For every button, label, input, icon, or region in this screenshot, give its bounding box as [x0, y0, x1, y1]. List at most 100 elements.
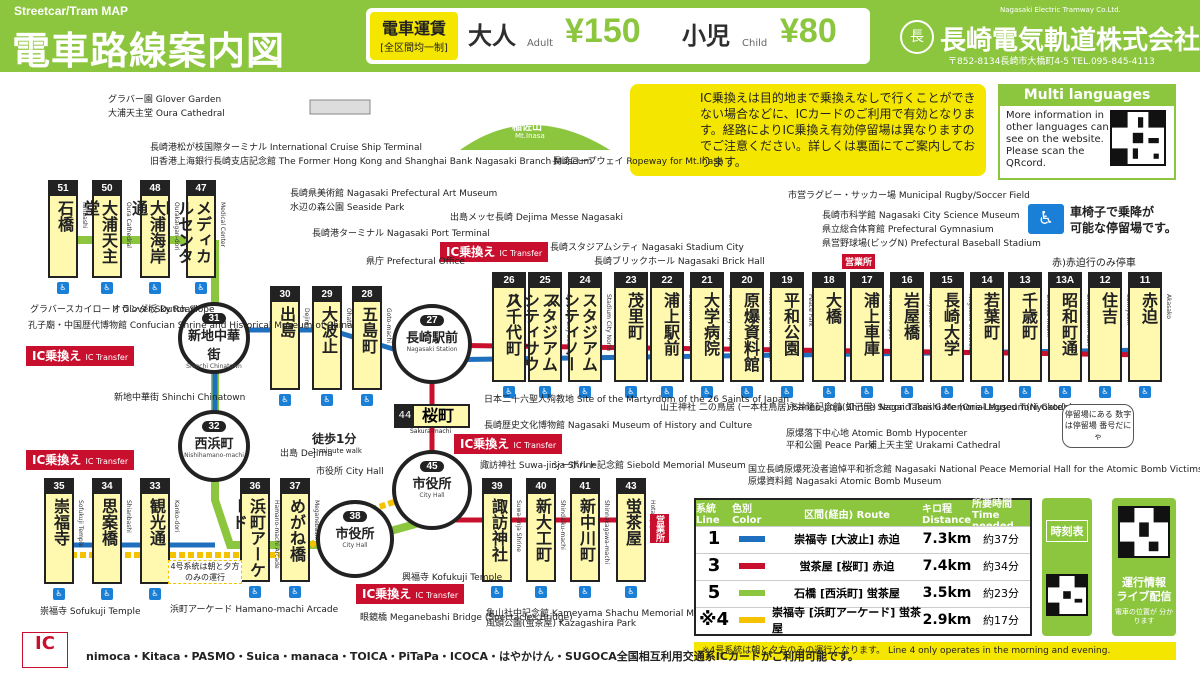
route-distance: 7.4km [922, 557, 972, 574]
live-info-qr-icon[interactable] [1118, 506, 1170, 558]
stop-urakami-station[interactable]: 22浦上駅前Urakami Station [650, 272, 694, 382]
stop-sakuramachi[interactable]: 44 桜町 [394, 404, 470, 428]
hub-rom: Shinchi Chinatown [186, 363, 242, 370]
stop-sumiyoshi[interactable]: 12住吉Sumiyoshi [1088, 272, 1132, 382]
stop-name: 長崎大学 [941, 292, 960, 356]
landmark-label: 水辺の森公園 Seaside Park [290, 203, 405, 213]
stop-number: 13A [1050, 274, 1080, 288]
wheelchair-icon: ♿ [1028, 204, 1064, 234]
stop-urakami-depot[interactable]: 17浦上車庫Urakami Depot [850, 272, 894, 382]
wheelchair-icon: ♿ [1059, 386, 1071, 398]
stop-romanized: Medical Center [219, 202, 226, 248]
stop-number: 40 [528, 480, 554, 494]
stop-number: 29 [314, 288, 340, 302]
stop-nagasaki-university[interactable]: 15長崎大学Nagasaki University [930, 272, 974, 382]
wheelchair-icon: ♿ [101, 588, 113, 600]
stop-romanized: Suwa-jinja Shrine [515, 500, 522, 552]
wheelchair-icon: ♿ [741, 386, 753, 398]
wheelchair-icon: ♿ [539, 386, 551, 398]
stop-atomic-bomb-museum[interactable]: 20原爆資料館Atomic Bomb Museum [730, 272, 774, 382]
stop-hotarujaya[interactable]: 43蛍茶屋Hotarujaya [616, 478, 656, 582]
ic-transfer-badge: IC乗換え IC Transfer [440, 242, 549, 262]
adult-label: 大人 [468, 22, 516, 50]
map-subtitle: Streetcar/Tram MAP [14, 4, 129, 18]
child-fare: ¥80 [780, 12, 837, 50]
line4-note: ※4号系統は朝と夕方のみの運行となります。 Line 4 only operat… [694, 642, 1176, 660]
stop-name: 思案橋 [99, 498, 118, 546]
wheelchair-note-line2: 可能な停留場です。 [1070, 221, 1177, 235]
wheelchair-icon: ♿ [503, 386, 515, 398]
stop-number: 36 [242, 480, 268, 494]
stop-ohashi[interactable]: 18大橋Ohashi [812, 272, 856, 382]
hub-city-hall-38[interactable]: 38 市役所 City Hall [316, 500, 394, 578]
company-name: 長崎電気軌道株式会社 [940, 26, 1200, 56]
landmark-label: シーボルト記念館 Siebold Memorial Museum [552, 461, 746, 471]
company-name-en: Nagasaki Electric Tramway Co.Ltd. [1000, 6, 1121, 14]
stop-romanized: Stadium City North [605, 294, 612, 352]
stop-number: 19 [772, 274, 802, 288]
multi-language-title: Multi languages [998, 84, 1176, 106]
wheelchair-icon: ♿ [149, 282, 161, 294]
stop-stadium-city-south[interactable]: 25スタジアムシティサウスStadium City South [503, 272, 572, 382]
ic-transfer-note [630, 84, 986, 176]
mountain-name: 稲佐山 [512, 122, 542, 133]
timetable-qr-icon[interactable] [1046, 574, 1088, 616]
landmark-label: 大浦天主堂 Oura Cathedral [108, 109, 225, 119]
live-info-title: 運行情報 ライブ配信 [1116, 576, 1172, 603]
stop-romanized: Dejima [303, 308, 310, 330]
stop-wakaba-machi[interactable]: 14若葉町Wakaba-machi [970, 272, 1014, 382]
stop-name: 八千代町 [503, 292, 522, 356]
stop-name: 崇福寺 [51, 498, 70, 546]
route-table-header-color: 色別 Color [732, 504, 762, 526]
hub-rom: City Hall [342, 542, 368, 549]
ic-transfer-jp: IC乗換え [362, 587, 412, 601]
hub-nagasaki-station[interactable]: 27 長崎駅前 Nagasaki Station [392, 304, 472, 384]
stop-number: 22 [652, 274, 682, 288]
stop-chitose-machi[interactable]: 13千歳町Chitose-machi [1008, 272, 1052, 382]
stop-name: 五島町 [359, 306, 378, 354]
ship-shape [309, 99, 371, 115]
route-color-swatch [732, 581, 772, 604]
route-time: 約37分 [983, 532, 1019, 546]
landmark-label: 出島メッセ長崎 Dejima Messe Nagasaki [450, 213, 623, 223]
stop-showamachi-dori[interactable]: 13A昭和町通Showamachi-dori [1048, 272, 1092, 382]
route-color-bar [739, 589, 765, 596]
stop-yachiyo-machi[interactable]: 26八千代町Yachiyo-machi [492, 272, 536, 382]
stop-name: メディカルセンター [157, 200, 212, 264]
wheelchair-icon: ♿ [321, 394, 333, 406]
hub-shinchi-chinatown[interactable]: 31 新地中華街 Shinchi Chinatown [178, 302, 250, 374]
hub-nishihamanomachi[interactable]: 32 西浜町 Nishihamano-machi [178, 410, 250, 482]
stop-number: 33 [142, 480, 168, 494]
stop-iwayabashi[interactable]: 16岩屋橋Iwayabashi [890, 272, 934, 382]
stop-mori-machi[interactable]: 23茂里町Mori-machi [614, 272, 658, 382]
adult-label-en: Adult [527, 38, 554, 49]
hub-city-hall-45[interactable]: 45 市役所 City Hall [392, 450, 472, 530]
qr-code-icon[interactable] [1110, 110, 1166, 166]
route-time: 約34分 [983, 559, 1019, 573]
stop-romanized: Meganebashi [313, 500, 320, 540]
stop-romanized: Akasako [1165, 294, 1172, 319]
stop-university-hospital[interactable]: 21大学病院University Hospital [690, 272, 734, 382]
hub-number: 31 [202, 313, 226, 324]
route-time: 約17分 [983, 613, 1019, 627]
